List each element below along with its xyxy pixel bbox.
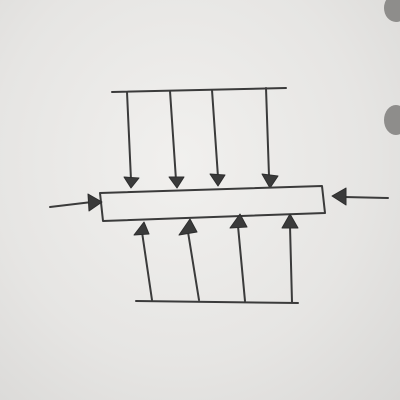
top-load-line xyxy=(111,87,287,93)
top-arrow-3 xyxy=(209,89,226,187)
binder-hole-top xyxy=(384,0,400,22)
bottom-arrow-4 xyxy=(281,213,299,303)
top-arrow-1 xyxy=(123,91,140,189)
top-arrow-4 xyxy=(261,87,279,189)
bottom-support-line xyxy=(135,300,299,304)
left-axial-arrow xyxy=(49,193,103,212)
top-arrow-2 xyxy=(168,90,185,189)
bottom-arrow-3 xyxy=(229,213,248,302)
bottom-support-arrows xyxy=(133,213,299,303)
bottom-arrow-2 xyxy=(178,218,200,301)
binder-hole-middle xyxy=(384,105,400,135)
beam xyxy=(99,185,326,222)
right-axial-arrow xyxy=(331,187,389,206)
bottom-arrow-1 xyxy=(133,221,153,301)
top-load-arrows xyxy=(123,87,279,189)
